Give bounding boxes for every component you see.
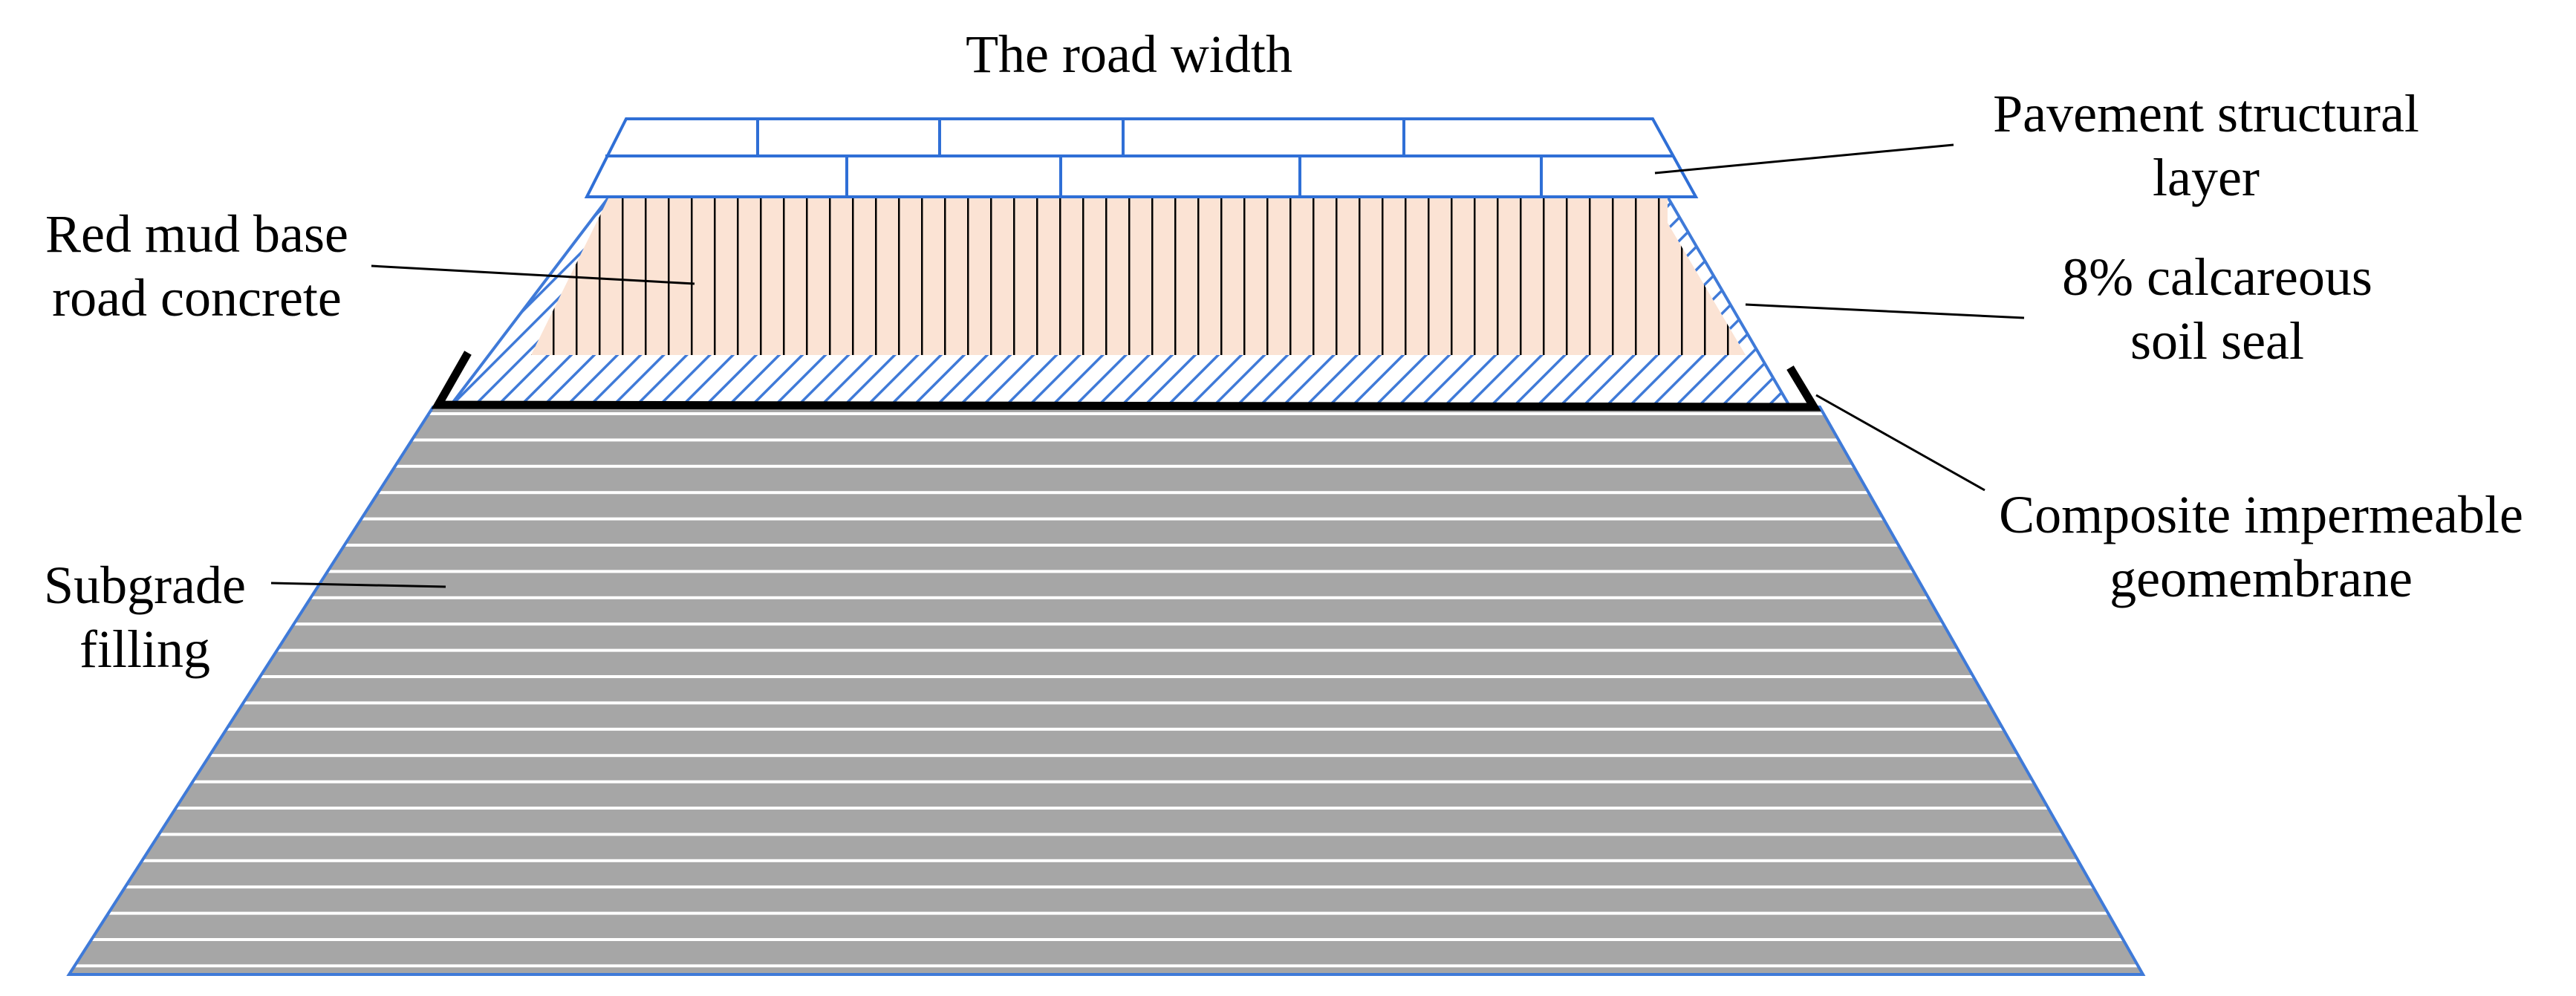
red-mud-label-line-2: road concrete (52, 268, 342, 328)
leader-geomembrane (1815, 394, 1985, 492)
subgrade-label-line-2: filling (79, 619, 210, 679)
geomembrane-label: Composite impermeable geomembrane (1946, 483, 2576, 611)
geomembrane-label-line-1: Composite impermeable (1999, 485, 2523, 544)
pavement-label-line-1: Pavement structural (1993, 84, 2419, 143)
seal-label: 8% calcareous soil seal (1994, 245, 2440, 373)
geomembrane-label-line-2: geomembrane (2110, 549, 2413, 608)
red-mud-label-line-1: Red mud base (45, 204, 348, 264)
red-mud-label: Red mud base road concrete (4, 202, 390, 330)
pavement-label: Pavement structural layer (1916, 82, 2496, 209)
leader-seal (1745, 303, 2025, 319)
leader-subgrade (270, 582, 446, 588)
road-width-label: The road width (884, 22, 1374, 86)
pavement-label-line-2: layer (2153, 148, 2260, 207)
subgrade-label-line-1: Subgrade (44, 556, 246, 615)
subgrade-filling-area (66, 406, 2146, 976)
road-width-text: The road width (966, 25, 1292, 84)
pavement-outline (584, 117, 1699, 198)
seal-label-line-1: 8% calcareous (2062, 247, 2372, 307)
geomembrane-line (431, 351, 1821, 411)
red-mud-concrete-layer (531, 197, 1746, 355)
leader-pavement (1654, 143, 1954, 175)
seal-label-line-2: soil seal (2130, 311, 2304, 371)
pavement-structural-layer (584, 117, 1699, 198)
subgrade-label: Subgrade filling (22, 553, 267, 681)
leader-red-mud (371, 264, 695, 285)
